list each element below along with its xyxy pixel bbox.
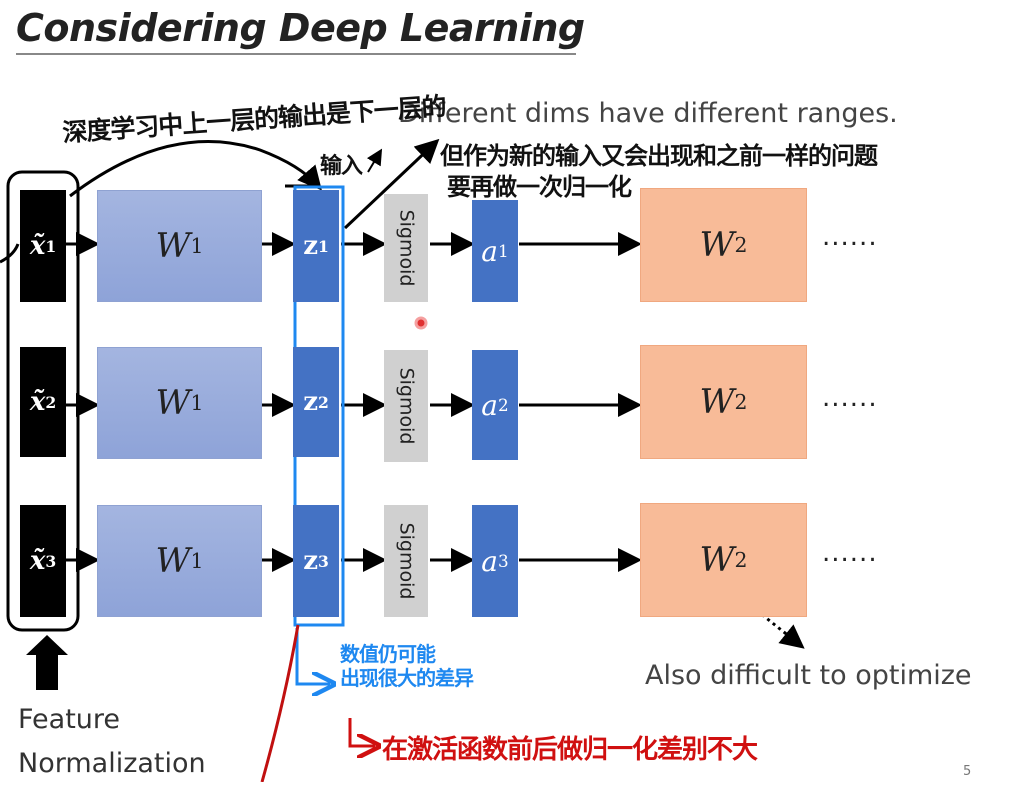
feature-label-line1: Feature	[18, 704, 121, 735]
curve-arrow-hand	[69, 140, 322, 198]
annotation-before-after-activation: 在激活函数前后做归一化差别不大	[382, 735, 758, 765]
sigmoid-row3: Sigmoid	[384, 505, 428, 617]
hand-arrow-new-input	[343, 138, 440, 230]
sigmoid-row1: Sigmoid	[384, 194, 428, 302]
dotted-arrow	[739, 595, 805, 649]
ellipsis-row3: ......	[822, 538, 878, 568]
page-number: 5	[963, 764, 972, 779]
feature-normalization-label: Feature Normalization	[18, 698, 206, 786]
title-underline	[16, 53, 576, 55]
pointer-dot	[414, 316, 428, 330]
input-group-outline	[6, 170, 80, 632]
note-difficult-optimize: Also difficult to optimize	[645, 660, 972, 691]
sigmoid-row2: Sigmoid	[384, 350, 428, 462]
annotation-normalize-again: 要再做一次归一化	[447, 173, 632, 201]
input-x3: x̃3	[20, 505, 66, 617]
annotation-large-difference: 数值仍可能 出现很大的差异	[340, 642, 474, 690]
annotation-same-problem: 但作为新的输入又会出现和之前一样的问题	[440, 142, 878, 170]
feature-label-line2: Normalization	[18, 748, 206, 779]
slide-title: Considering Deep Learning	[16, 6, 585, 50]
input-x1: x̃1	[20, 190, 66, 302]
note-different-ranges: Different dims have different ranges.	[398, 98, 898, 129]
input-x2: x̃2	[20, 347, 66, 457]
annotation-output-is-input-line2: 输入	[320, 154, 363, 179]
ellipsis-row1: ......	[822, 222, 878, 252]
ellipsis-row2: ......	[822, 383, 878, 413]
up-arrow-icon	[26, 635, 68, 690]
